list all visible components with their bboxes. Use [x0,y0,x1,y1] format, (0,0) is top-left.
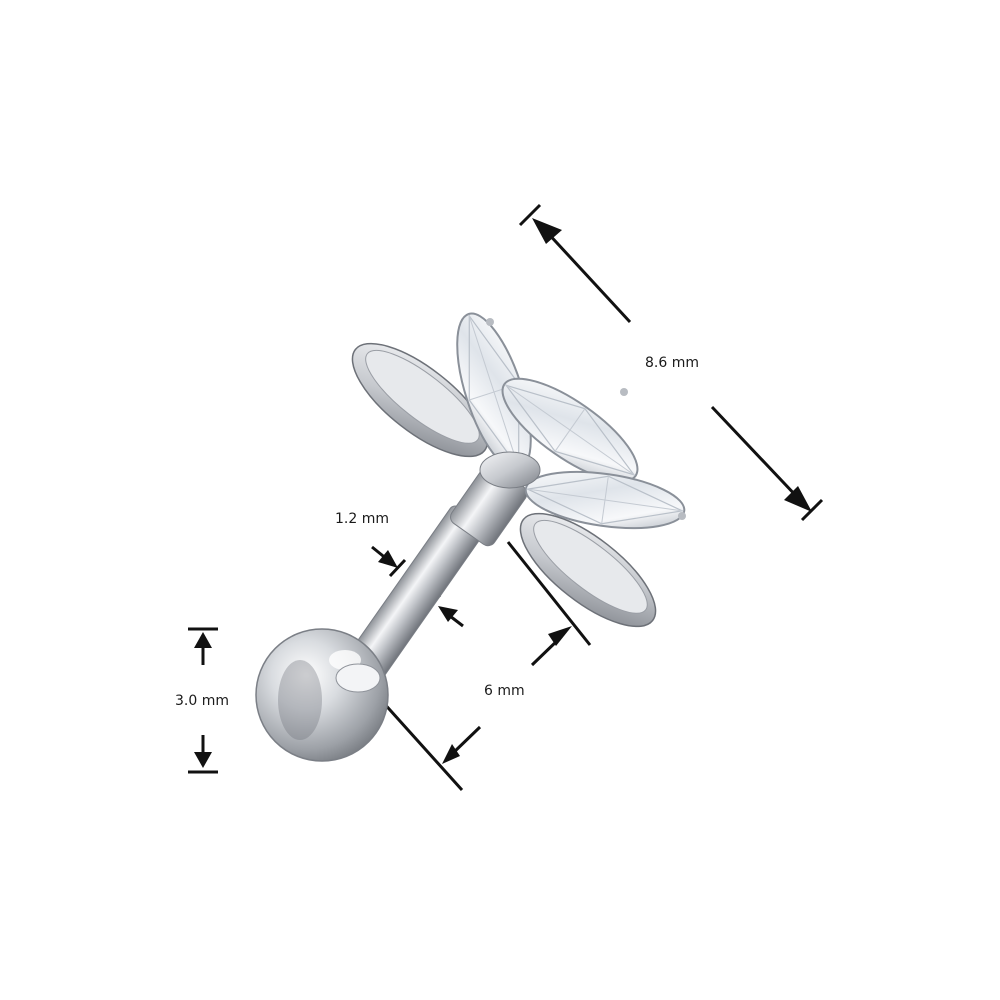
dimension-ball-size [188,627,218,774]
bar-length-label: 6 mm [484,683,525,699]
metal-petal-right [519,512,657,628]
metal-petal-left [351,342,489,458]
top-length-label: 8.6 mm [645,355,699,371]
marquise-gem-3 [524,470,686,530]
marquise-gem-2 [501,377,639,483]
dimension-top-length [518,203,824,522]
gem-setting-center [479,318,686,520]
ball-end [255,628,389,762]
gauge-label: 1.2 mm [335,511,389,527]
ball-size-label: 3.0 mm [175,693,229,709]
